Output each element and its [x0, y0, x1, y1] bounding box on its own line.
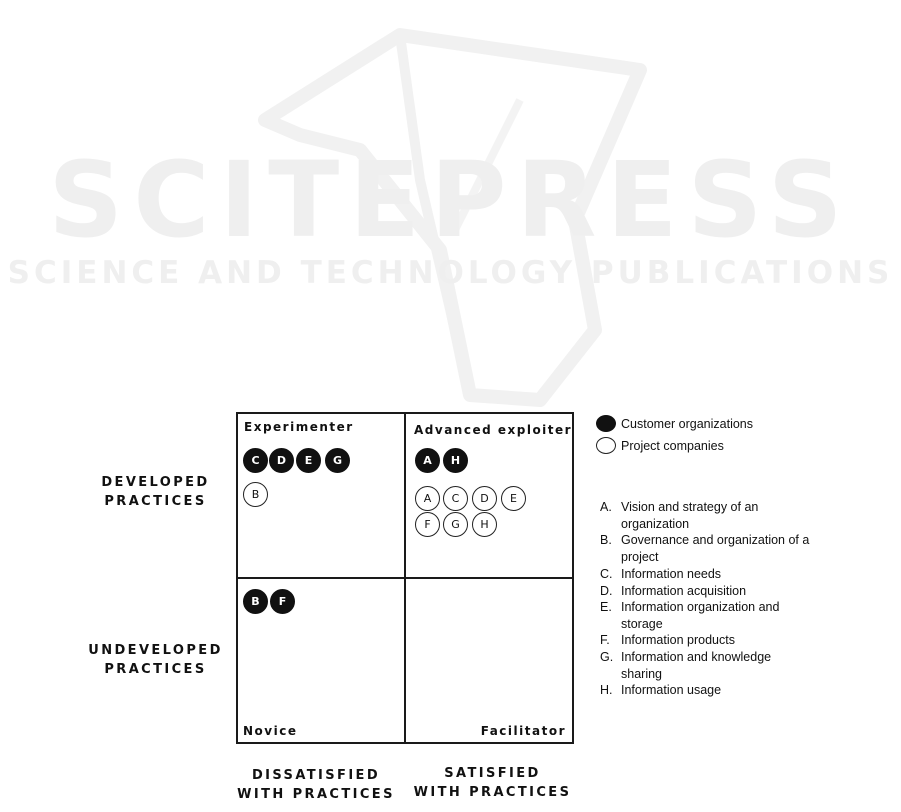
row-label-undeveloped-line: UNDEVELOPED PRACTICES	[88, 643, 223, 677]
key-item-text: Information acquisition	[621, 584, 747, 598]
marker-customer: D	[269, 448, 294, 473]
key-item-text: Information usage	[621, 683, 722, 697]
row-label-undeveloped: UNDEVELOPED PRACTICES	[88, 641, 223, 679]
watermark-book-logo	[258, 28, 647, 407]
key-item-letter: C.	[600, 567, 613, 581]
marker-project: G	[443, 512, 468, 537]
key-item: B. Governance and organization of a proj…	[600, 532, 820, 565]
column-label-satisfied-line: SATISFIED WITH PRACTICES	[413, 766, 572, 800]
key-item-letter: H.	[600, 683, 613, 697]
key-item-text: Information needs	[621, 567, 722, 581]
key-item: F. Information products	[600, 632, 820, 649]
quadrant-facilitator: Facilitator	[404, 577, 574, 744]
marker-customer: H	[443, 448, 468, 473]
marker-project: F	[415, 512, 440, 537]
key-item-letter: E.	[600, 600, 612, 614]
column-label-dissatisfied-line: DISSATISFIED WITH PRACTICES	[237, 768, 395, 802]
row-label-developed: DEVELOPED PRACTICES	[88, 473, 223, 511]
key-item: D. Information acquisition	[600, 583, 820, 600]
marker-project: C	[443, 486, 468, 511]
quadrant-label-facilitator: Facilitator	[480, 724, 566, 738]
quadrant-label-advanced-exploiter: Advanced exploiter	[414, 423, 573, 437]
key-item: C. Information needs	[600, 566, 820, 583]
legend-customer-marker	[596, 415, 616, 432]
marker-customer: F	[270, 589, 295, 614]
key-item-letter: A.	[600, 500, 612, 514]
key-item: G. Information and knowledge sharing	[600, 649, 820, 682]
key-item-text: Information products	[621, 633, 735, 647]
key-item-text: Governance and organization of a project	[621, 533, 810, 564]
key-item-letter: B.	[600, 533, 612, 547]
key-item: H. Information usage	[600, 682, 820, 699]
quadrant-label-experimenter: Experimenter	[244, 420, 354, 434]
marker-customer: B	[243, 589, 268, 614]
quadrant-label-novice: Novice	[243, 724, 298, 738]
marker-project: H	[472, 512, 497, 537]
key-item: E. Information organization and storage	[600, 599, 820, 632]
row-label-developed-line: DEVELOPED PRACTICES	[101, 475, 210, 509]
marker-customer: G	[325, 448, 350, 473]
marker-customer: A	[415, 448, 440, 473]
column-label-dissatisfied: DISSATISFIED WITH PRACTICES	[236, 766, 396, 804]
marker-project: A	[415, 486, 440, 511]
legend-project-marker	[596, 437, 616, 454]
legend-project-label: Project companies	[621, 439, 724, 453]
marker-customer: E	[296, 448, 321, 473]
key-item: A. Vision and strategy of an organizatio…	[600, 499, 820, 532]
key-item-letter: F.	[600, 633, 610, 647]
key-item-letter: G.	[600, 650, 614, 664]
watermark-title: SCITEPRESS	[48, 139, 853, 261]
legend-customer-label: Customer organizations	[621, 417, 754, 431]
key-item-text: Information organization and storage	[621, 600, 780, 631]
marker-project: E	[501, 486, 526, 511]
column-label-satisfied: SATISFIED WITH PRACTICES	[410, 764, 575, 802]
marker-customer: C	[243, 448, 268, 473]
key-item-letter: D.	[600, 584, 613, 598]
key-item-text: Vision and strategy of an organization	[621, 500, 759, 531]
key-item-text: Information and knowledge sharing	[621, 650, 772, 681]
watermark-subtitle: SCIENCE AND TECHNOLOGY PUBLICATIONS	[7, 255, 894, 291]
marker-project: B	[243, 482, 268, 507]
marker-project: D	[472, 486, 497, 511]
